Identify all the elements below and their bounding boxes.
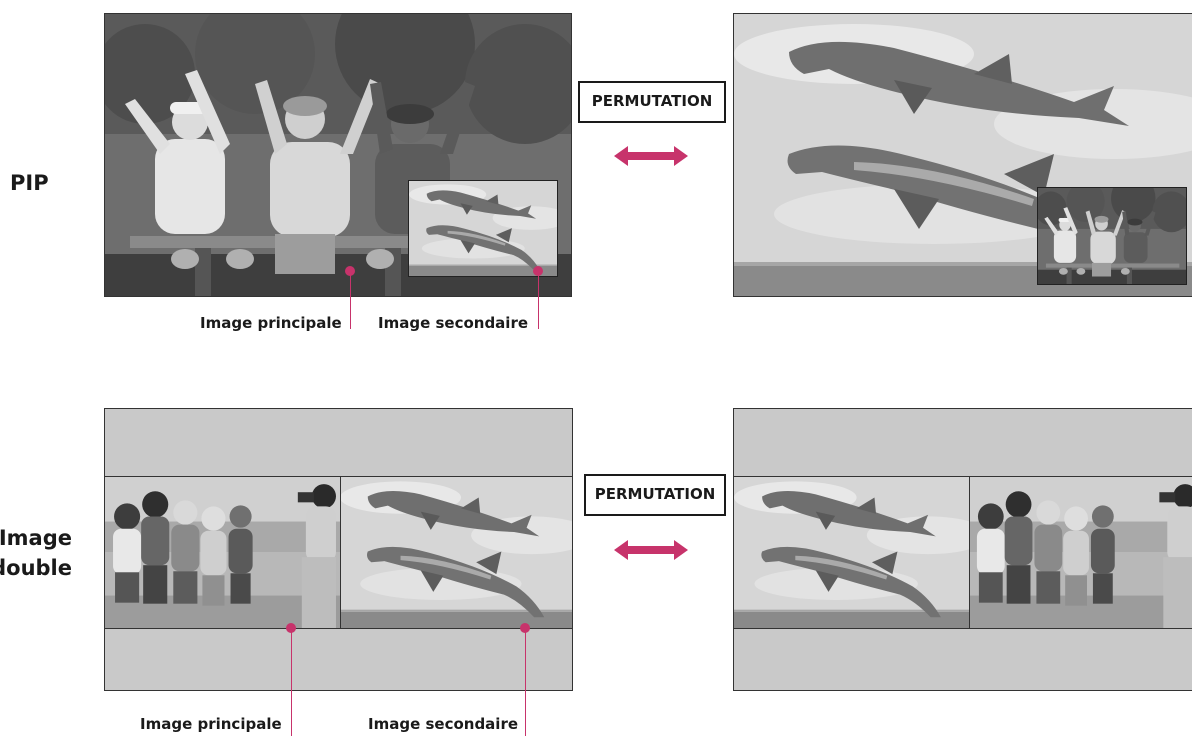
split-divider-after <box>969 476 970 628</box>
double-screen-after <box>733 408 1192 691</box>
mode-label-pip: PIP <box>10 171 49 195</box>
sub-image-callout-line-double <box>525 628 526 736</box>
split-divider <box>340 476 341 628</box>
top-border-after <box>734 476 1192 477</box>
swap-label-pip: PERMUTATION <box>578 81 726 123</box>
sub-image-children-inset <box>1037 187 1187 285</box>
swap-arrow-double-icon <box>614 540 688 560</box>
sub-image-caption-pip: Image secondaire <box>378 314 529 332</box>
swap-label-double: PERMUTATION <box>584 474 726 516</box>
top-border <box>105 476 572 477</box>
mode-label-double: Image double <box>0 523 72 583</box>
main-image-children-beach <box>105 476 340 628</box>
main-image-dolphins-double <box>734 476 969 628</box>
bottom-border <box>105 628 572 629</box>
sub-image-callout-line <box>538 271 539 329</box>
main-image-caption-double: Image principale <box>140 715 282 733</box>
pip-screen-after <box>733 13 1192 297</box>
pip-screen-before <box>104 13 572 297</box>
main-image-callout-line-double <box>291 628 292 736</box>
bottom-border-after <box>734 628 1192 629</box>
sub-image-children-beach <box>969 476 1192 628</box>
mode-label-double-line2: double <box>0 556 72 580</box>
swap-arrow-pip-icon <box>614 146 688 166</box>
sub-image-caption-double: Image secondaire <box>368 715 519 733</box>
sub-image-dolphins <box>340 476 572 628</box>
sub-image-dolphins-inset <box>408 180 558 277</box>
main-image-caption-pip: Image principale <box>200 314 342 332</box>
main-image-callout-line <box>350 271 351 329</box>
double-screen-before <box>104 408 573 691</box>
mode-label-double-line1: Image <box>0 526 72 550</box>
